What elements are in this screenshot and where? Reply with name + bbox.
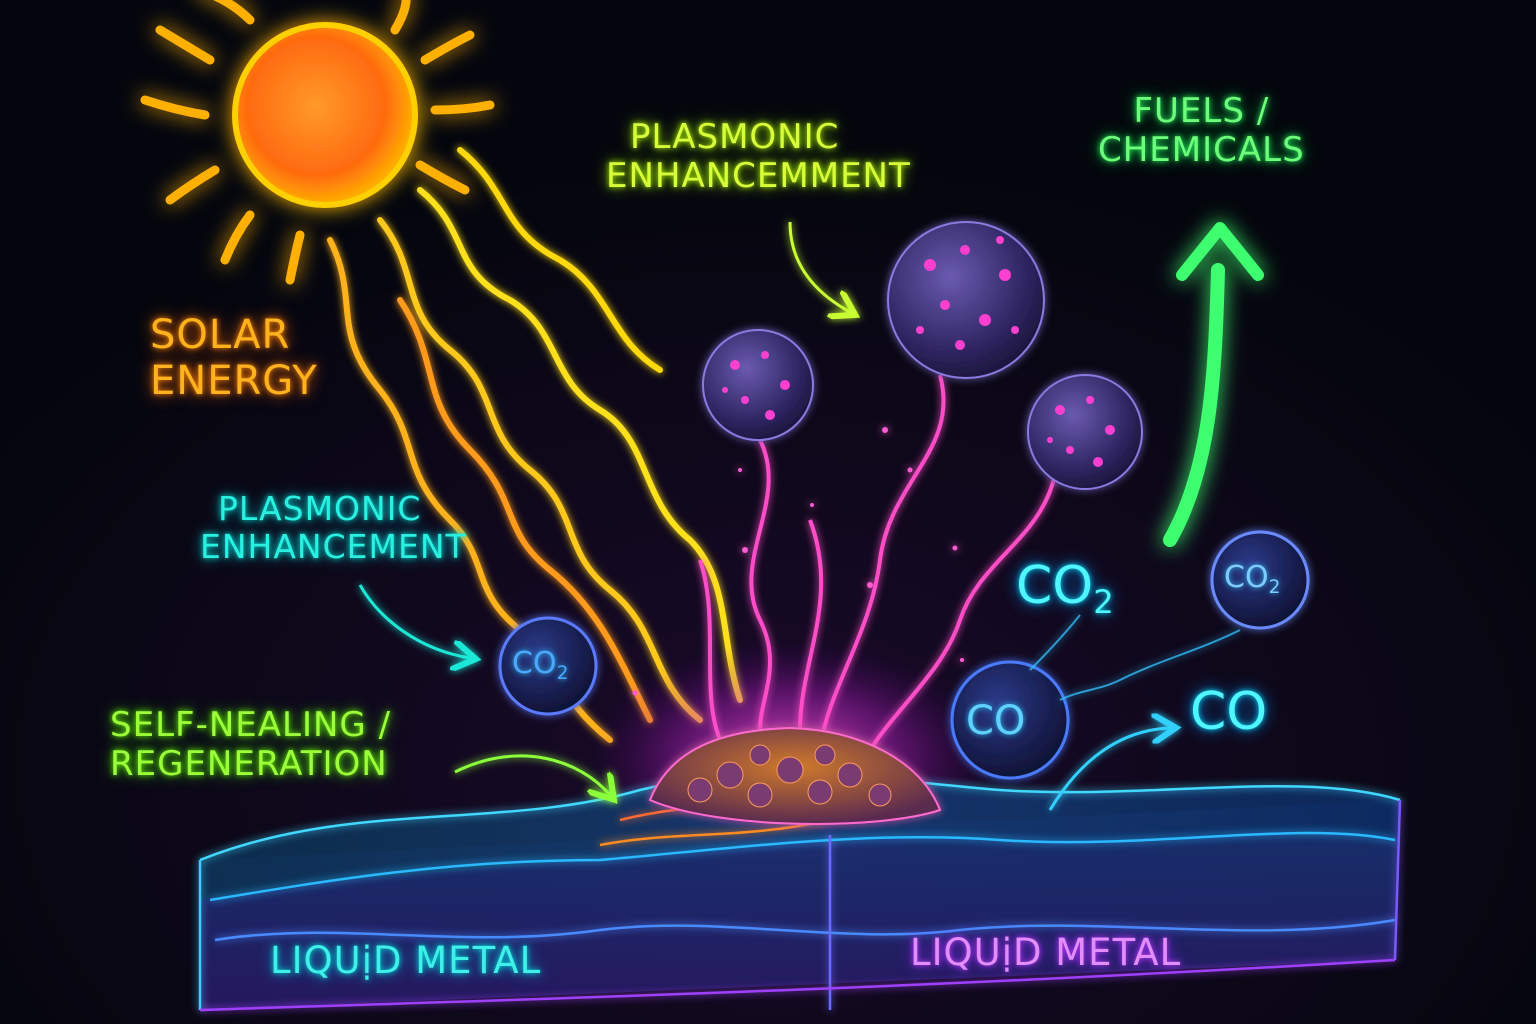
fuels-line2: CHEMICALS [1098,130,1305,171]
plasmonic-left-line1: PLASMONIC [218,489,422,528]
arrow-icon [1048,728,1170,811]
liquid-metal-left-label: LIQUịD METAL [270,939,542,982]
co2-bubble-right-label: CO2 [1224,560,1281,598]
co2-bubble-right-subscript: 2 [1268,576,1281,598]
plasmonic-strands [698,374,1057,771]
self-healing-line1: SELF-NEALING / [110,705,392,745]
co2-free-label: CO2 [1016,556,1114,621]
plasmonic-left-label: PLASMONIC ENHANCEMENT [200,490,467,566]
co2-bubble-left-label: CO2 [512,646,569,684]
fuels-chemicals-label: FUELS / CHEMICALS [1098,91,1305,171]
plasma-sparkles [632,427,964,696]
self-healing-line2: REGENERATION [110,744,388,785]
nanoparticle-icon [1027,374,1143,490]
arrow-icon [454,754,610,795]
arrow-icon [358,584,470,658]
plasmonic-left-line2: ENHANCEMENT [200,526,467,566]
solar-energy-line1: SOLAR [150,312,291,358]
solar-energy-line2: ENERGY [150,358,318,404]
co2-free-text: CO [1016,556,1094,616]
molecule-bubble-icon [498,616,598,716]
plasmonic-top-line2: ENHANCEMMENT [606,156,911,197]
plasmonic-top-label: PLASMONIC ENHANCEMMENT [606,117,911,197]
sun-icon [140,0,495,285]
co-free-label: CO [1190,682,1268,742]
molecule-bubble-icon [950,660,1070,780]
arrow-icon [1163,222,1264,547]
arrow-icon [788,221,850,312]
molecule-paths [1029,614,1241,701]
co-bubble-label: CO [966,698,1026,744]
co2-bubble-left-subscript: 2 [556,662,569,684]
liquid-metal-right-label: LIQUịD METAL [910,931,1182,974]
co2-bubble-left-text: CO [512,646,557,681]
molecule-bubble-icon [1210,530,1310,630]
nanoparticle-icon [887,221,1045,379]
fuels-line1: FUELS / [1133,91,1270,131]
plasmonic-top-line1: PLASMONIC [630,117,840,157]
regeneration-mound [648,726,942,825]
co2-bubble-right-text: CO [1224,560,1269,595]
nanoparticle-icon [702,329,814,441]
self-healing-label: SELF-NEALING / REGENERATION [110,705,392,785]
solar-energy-label: SOLAR ENERGY [150,312,318,404]
co2-free-subscript: 2 [1093,583,1114,622]
